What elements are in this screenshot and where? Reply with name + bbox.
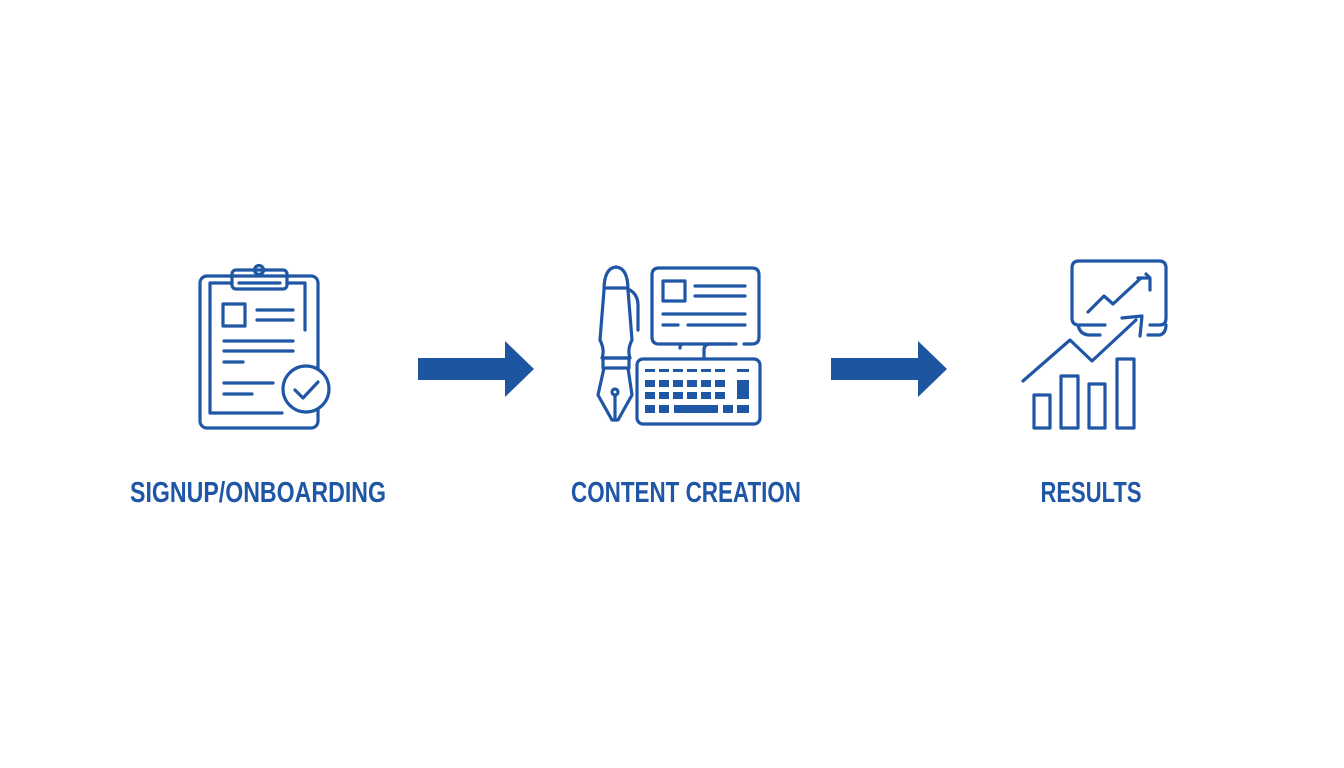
- clipboard-check-icon: [198, 263, 331, 430]
- pen-computer-keyboard-icon: [596, 265, 762, 426]
- arrow-right-icon: [831, 341, 947, 397]
- growth-chart-icon: [1021, 259, 1168, 430]
- step-label-signup: SIGNUP/ONBOARDING: [130, 477, 386, 509]
- step-label-results: RESULTS: [1041, 477, 1142, 509]
- step-label-content-creation: CONTENT CREATION: [571, 477, 801, 509]
- arrow-right-icon: [418, 341, 534, 397]
